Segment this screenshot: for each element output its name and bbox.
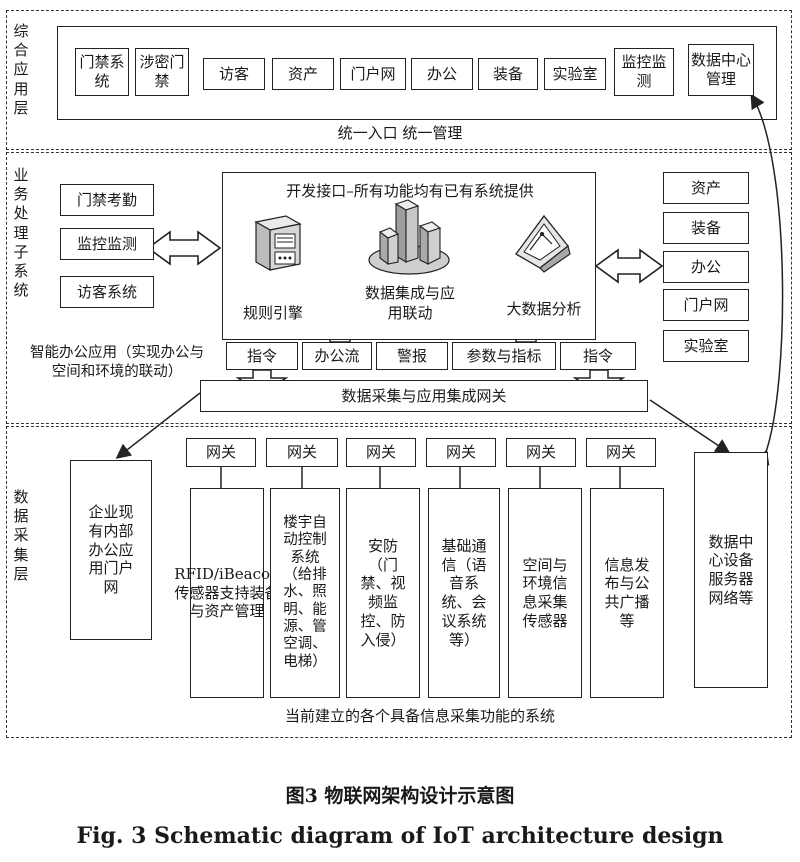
double-arrow-right: [594, 248, 664, 284]
gateway-bar: 数据采集与应用集成网关: [200, 380, 648, 412]
system-rfid-beacon: RFID/iBeacon传感器支持装备与资产管理: [174, 488, 280, 698]
buildings-icon: [366, 196, 452, 278]
core-platform-title: 开发接口–所有功能均有已有系统提供: [286, 182, 534, 200]
application-caption: 统一入口 统一管理: [337, 124, 463, 142]
module-access-control: 门禁系统: [75, 48, 129, 96]
smart-office-note: 智能办公应用（实现办公与空间和环境的联动）: [30, 345, 204, 380]
acquisition-layer-label: 数据采集层: [13, 488, 29, 583]
acquisition-layer-frame: [6, 426, 792, 738]
application-modules-frame: [57, 26, 777, 120]
module-monitoring: 监控监测: [614, 48, 674, 96]
interface-alarm: 警报: [376, 342, 448, 370]
double-arrow-left: [146, 230, 222, 266]
module-lab: 实验室: [544, 58, 606, 90]
module-visitor: 访客: [203, 58, 265, 90]
right-system-assets: 资产: [663, 172, 749, 204]
system-info-broadcast: 信息发布与公共广播等: [590, 488, 664, 698]
server-icon: [250, 212, 306, 274]
interface-office-flow: 办公流: [302, 342, 372, 370]
gateway-2: 网关: [266, 438, 338, 467]
system-environment-sensors: 空间与环境信息采集传感器: [508, 488, 582, 698]
module-assets: 资产: [272, 58, 334, 90]
left-system-visitor: 访客系统: [60, 276, 154, 308]
component-big-data-analysis: 大数据分析: [506, 300, 582, 318]
acquisition-caption: 当前建立的各个具备信息采集功能的系统: [284, 707, 555, 725]
right-system-equipment: 装备: [663, 212, 749, 244]
application-layer-label: 综合应用层: [13, 22, 29, 117]
right-system-office: 办公: [663, 251, 749, 283]
module-equipment: 装备: [478, 58, 538, 90]
module-classified-access: 涉密门禁: [135, 48, 189, 96]
gateway-4: 网关: [426, 438, 496, 467]
datacenter-box: 数据中心设备服务器网络等: [694, 452, 768, 688]
enterprise-portal-box: 企业现有内部办公应用门户网: [70, 460, 152, 640]
system-communication: 基础通信（语音系统、会议系统等）: [428, 488, 500, 698]
module-portal: 门户网: [340, 58, 406, 90]
left-system-attendance: 门禁考勤: [60, 184, 154, 216]
left-system-monitoring: 监控监测: [60, 228, 154, 260]
business-layer-label: 业务处理子系统: [13, 166, 29, 300]
connector-dc-management: [750, 93, 784, 466]
gateway-5: 网关: [506, 438, 576, 467]
component-data-integration: 数据集成与应用联动: [364, 284, 455, 322]
business-layer-frame: [6, 152, 792, 424]
component-rule-engine: 规则引擎: [242, 304, 303, 322]
right-system-portal: 门户网: [663, 289, 749, 321]
analytics-icon: [510, 210, 574, 274]
connector-portal: [115, 392, 201, 459]
figure-caption-en: Fig. 3 Schematic diagram of IoT architec…: [76, 823, 724, 849]
gateway-1: 网关: [186, 438, 256, 467]
system-building-automation: 楼宇自动控制系统（给排水、照明、能源、管空调、电梯）: [270, 488, 340, 698]
module-datacenter-management: 数据中心管理: [688, 44, 754, 96]
gateway-6: 网关: [586, 438, 656, 467]
module-office: 办公: [411, 58, 473, 90]
interface-command-2: 指令: [560, 342, 636, 370]
application-layer-frame: [6, 10, 792, 150]
system-security: 安防（门禁、视频监控、防入侵）: [346, 488, 420, 698]
interface-command-1: 指令: [226, 342, 298, 370]
gateway-3: 网关: [346, 438, 416, 467]
right-system-lab: 实验室: [663, 330, 749, 362]
interface-parameters: 参数与指标: [452, 342, 556, 370]
figure-caption-zh: 图3 物联网架构设计示意图: [285, 785, 515, 807]
